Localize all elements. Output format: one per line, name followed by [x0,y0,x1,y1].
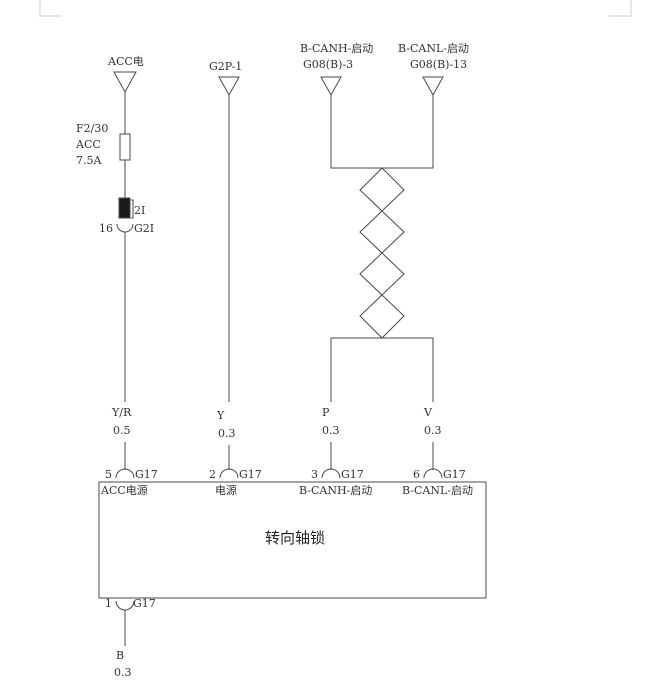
wire-gauge-4: 0.3 [424,424,442,437]
pin-conn-3: G17 [341,468,364,481]
wire-canh-twisted [330,95,405,402]
module-name: 转向轴锁 [265,529,325,547]
fuse-name: F2/30 [76,122,108,135]
pin-func-6: B-CANL-启动 [402,484,473,497]
wire-color-1: Y/R [111,406,132,419]
pin-number-3: 3 [311,468,318,481]
pin-number-2: 2 [209,468,216,481]
connector-g2i-pin: 16 [99,222,113,235]
connector-arrow-acc-icon [113,71,137,94]
pin-socket-6-icon [423,468,443,479]
pin-conn-5: G17 [135,468,158,481]
fuse-icon [119,133,131,161]
ground-pin-conn: G17 [133,597,156,610]
connector-g2i-block-icon [118,197,131,219]
ground-pin-socket-icon [115,600,135,611]
connector-g2i-tag: 2I [134,204,145,217]
pin-socket-5-icon [115,468,135,479]
pin-socket-2-icon [219,468,239,479]
signal-label-canl: B-CANL-启动 [398,42,469,55]
signal-label-canh: B-CANH-启动 [300,42,373,55]
wire-color-3: P [322,406,330,419]
ground-wire-color: B [116,649,124,662]
connector-arrow-canh-icon [320,76,342,97]
signal-sublabel-canl: G08(B)-13 [410,58,467,71]
pin-number-5: 5 [105,468,112,481]
connector-g2i-socket-icon [116,223,134,233]
pin-func-5: ACC电源 [100,483,148,497]
corner-mark-right [609,0,632,17]
connector-arrow-g2p-icon [218,76,240,97]
connector-g2i-name: G2I [134,222,154,235]
ground-wire-gauge: 0.3 [114,666,132,679]
wire-color-2: Y [216,409,225,422]
wire-gauge-3: 0.3 [322,424,340,437]
pin-conn-2: G17 [239,468,262,481]
wire-gauge-2: 0.3 [218,427,236,440]
pin-func-3: B-CANH-启动 [299,484,372,497]
signal-label-g2p: G2P-1 [209,60,242,73]
wire-color-4: V [423,406,433,419]
ground-pin-number: 1 [105,597,112,610]
connector-arrow-canl-icon [422,76,444,97]
signal-label-acc: ACC电 [107,55,144,68]
signal-sublabel-canh: G08(B)-3 [303,58,353,71]
wire-canl-twisted [359,95,434,402]
corner-mark-left [39,0,62,17]
connector-g2i-bracket-icon [131,199,134,219]
pin-conn-6: G17 [443,468,466,481]
pin-func-2: 电源 [215,483,237,497]
fuse-type: ACC [75,138,101,151]
module-box [98,481,487,599]
pin-number-6: 6 [413,468,420,481]
pin-socket-3-icon [321,468,341,479]
fuse-rating: 7.5A [76,154,102,167]
wire-gauge-1: 0.5 [113,424,131,437]
